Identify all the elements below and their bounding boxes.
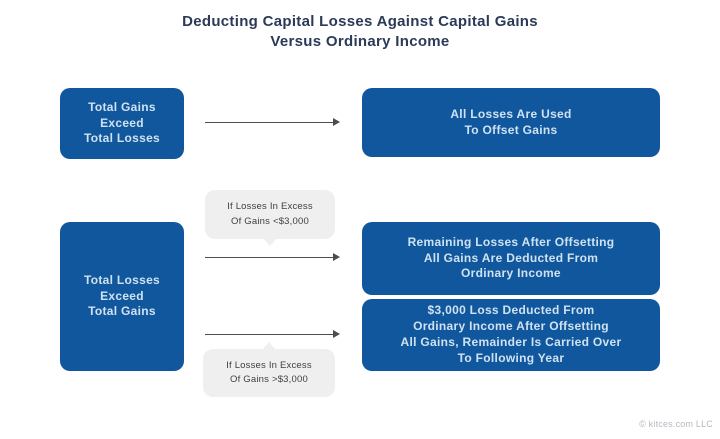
all-losses-offset-gains-box: All Losses Are Used To Offset Gains (362, 88, 660, 157)
total-gains-exceed-losses-box: Total Gains Exceed Total Losses (60, 88, 184, 159)
kitces-credit: © kitces.com LLC (639, 419, 713, 429)
arrow-head-icon (333, 118, 340, 127)
arrow-shaft (205, 334, 335, 335)
total-losses-exceed-gains-box: Total Losses Exceed Total Gains (60, 222, 184, 371)
arrow-losses-to-3000 (205, 330, 340, 339)
arrow-head-icon (333, 253, 340, 262)
diagram-title: Deducting Capital Losses Against Capital… (182, 13, 538, 51)
3000-loss-deducted-box: $3,000 Loss Deducted From Ordinary Incom… (362, 299, 660, 371)
arrow-shaft (205, 257, 335, 258)
condition-losses-under-3000-callout: If Losses In Excess Of Gains <$3,000 (205, 190, 335, 246)
arrow-losses-to-remaining (205, 253, 340, 262)
arrow-gains-to-offset (205, 118, 340, 127)
condition-losses-over-3000-callout: If Losses In Excess Of Gains >$3,000 (203, 342, 335, 397)
remaining-losses-deducted-box: Remaining Losses After Offsetting All Ga… (362, 222, 660, 295)
arrow-head-icon (333, 330, 340, 339)
arrow-shaft (205, 122, 335, 123)
